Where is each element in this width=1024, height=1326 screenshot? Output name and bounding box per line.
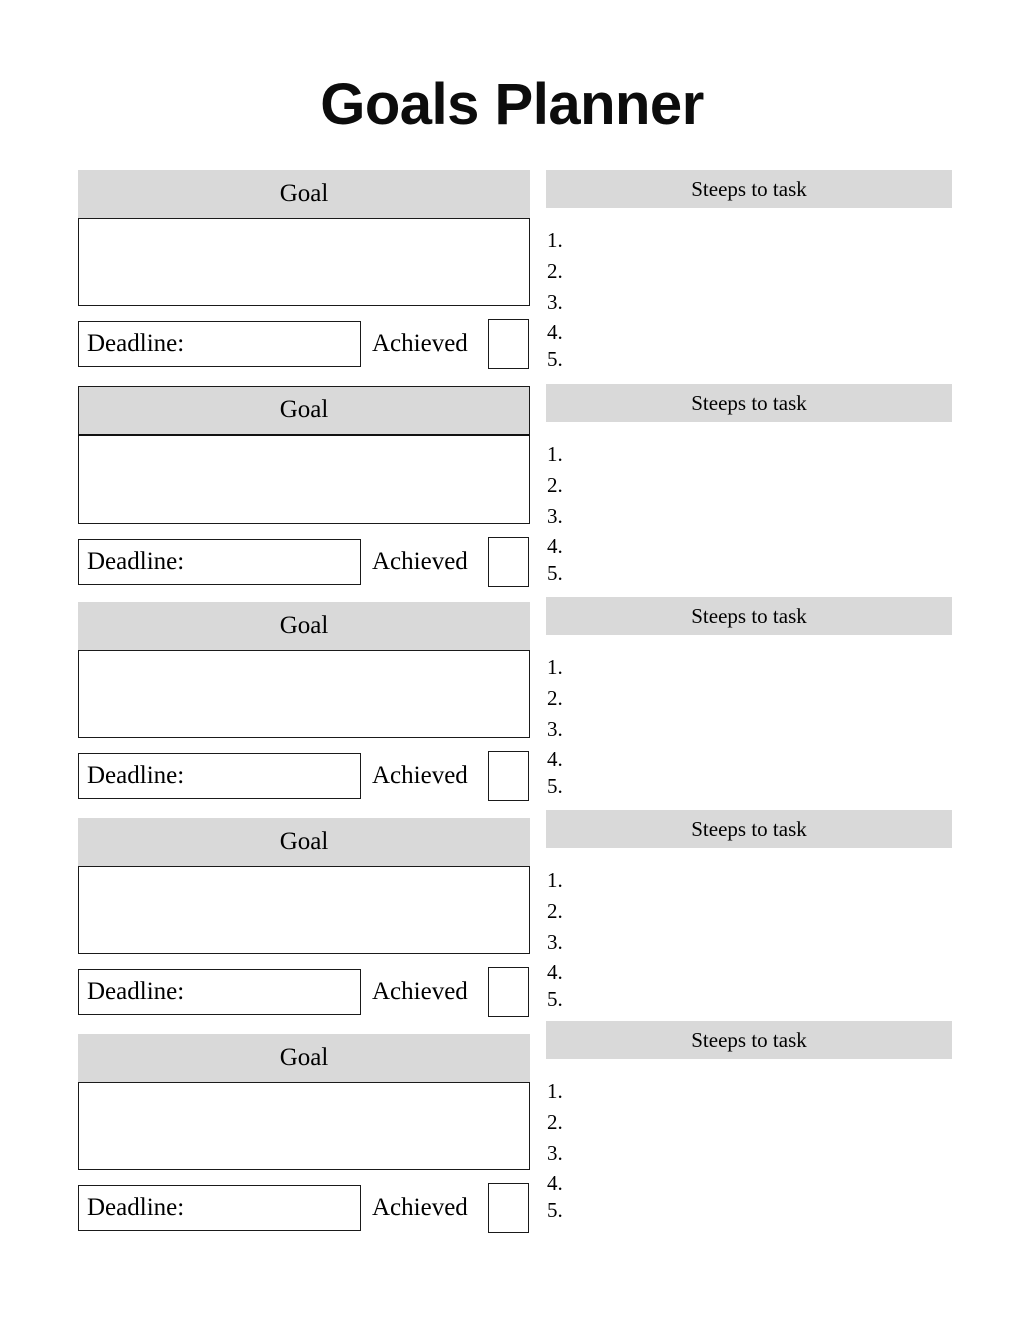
goal-header: Goal bbox=[78, 818, 530, 866]
step-item[interactable]: 4. bbox=[547, 960, 563, 984]
steps-header: Steeps to task bbox=[546, 810, 952, 848]
goal-text-field[interactable] bbox=[78, 650, 530, 738]
goal-block: Goal Deadline: Achieved bbox=[78, 170, 530, 369]
deadline-field[interactable]: Deadline: bbox=[78, 1185, 361, 1231]
step-item[interactable]: 3. bbox=[547, 1141, 563, 1165]
goal-text-field[interactable] bbox=[78, 866, 530, 954]
step-item[interactable]: 4. bbox=[547, 1171, 563, 1195]
achieved-checkbox[interactable] bbox=[488, 319, 529, 369]
goal-header: Goal bbox=[78, 1034, 530, 1082]
step-item[interactable]: 1. bbox=[547, 442, 563, 466]
step-item[interactable]: 2. bbox=[547, 473, 563, 497]
achieved-label: Achieved bbox=[372, 548, 468, 575]
achieved-checkbox[interactable] bbox=[488, 1183, 529, 1233]
step-item[interactable]: 4. bbox=[547, 320, 563, 344]
deadline-field[interactable]: Deadline: bbox=[78, 539, 361, 585]
achieved-label: Achieved bbox=[372, 1194, 468, 1221]
step-item[interactable]: 2. bbox=[547, 259, 563, 283]
goal-header: Goal bbox=[78, 170, 530, 218]
step-item[interactable]: 2. bbox=[547, 899, 563, 923]
achieved-checkbox[interactable] bbox=[488, 751, 529, 801]
steps-block: Steeps to task 1. 2. 3. 4. 5. bbox=[546, 170, 952, 370]
step-item[interactable]: 4. bbox=[547, 534, 563, 558]
steps-header: Steeps to task bbox=[546, 1021, 952, 1059]
goal-footer: Deadline: Achieved bbox=[78, 967, 530, 1017]
goal-header: Goal bbox=[78, 386, 530, 436]
goal-text-field[interactable] bbox=[78, 218, 530, 306]
goal-footer: Deadline: Achieved bbox=[78, 319, 530, 369]
achieved-label: Achieved bbox=[372, 330, 468, 357]
goal-text-field[interactable] bbox=[78, 1082, 530, 1170]
achieved-checkbox[interactable] bbox=[488, 537, 529, 587]
achieved-label: Achieved bbox=[372, 762, 468, 789]
step-item[interactable]: 5. bbox=[547, 987, 563, 1011]
step-item[interactable]: 5. bbox=[547, 561, 563, 585]
goal-block: Goal Deadline: Achieved bbox=[78, 602, 530, 801]
goal-footer: Deadline: Achieved bbox=[78, 1183, 530, 1233]
steps-block: Steeps to task 1. 2. 3. 4. 5. bbox=[546, 384, 952, 584]
steps-block: Steeps to task 1. 2. 3. 4. 5. bbox=[546, 1021, 952, 1221]
step-item[interactable]: 3. bbox=[547, 930, 563, 954]
deadline-field[interactable]: Deadline: bbox=[78, 969, 361, 1015]
step-item[interactable]: 4. bbox=[547, 747, 563, 771]
steps-header: Steeps to task bbox=[546, 170, 952, 208]
goal-footer: Deadline: Achieved bbox=[78, 537, 530, 587]
steps-block: Steeps to task 1. 2. 3. 4. 5. bbox=[546, 597, 952, 797]
step-item[interactable]: 1. bbox=[547, 1079, 563, 1103]
step-item[interactable]: 5. bbox=[547, 1198, 563, 1222]
deadline-field[interactable]: Deadline: bbox=[78, 753, 361, 799]
step-item[interactable]: 3. bbox=[547, 717, 563, 741]
step-item[interactable]: 2. bbox=[547, 686, 563, 710]
step-item[interactable]: 5. bbox=[547, 774, 563, 798]
goal-text-field[interactable] bbox=[78, 436, 530, 524]
deadline-field[interactable]: Deadline: bbox=[78, 321, 361, 367]
steps-header: Steeps to task bbox=[546, 597, 952, 635]
goal-block: Goal Deadline: Achieved bbox=[78, 386, 530, 587]
step-item[interactable]: 3. bbox=[547, 290, 563, 314]
steps-block: Steeps to task 1. 2. 3. 4. 5. bbox=[546, 810, 952, 1010]
step-item[interactable]: 3. bbox=[547, 504, 563, 528]
page-title: Goals Planner bbox=[320, 72, 704, 137]
step-item[interactable]: 2. bbox=[547, 1110, 563, 1134]
goal-footer: Deadline: Achieved bbox=[78, 751, 530, 801]
goal-header: Goal bbox=[78, 602, 530, 650]
achieved-checkbox[interactable] bbox=[488, 967, 529, 1017]
step-item[interactable]: 1. bbox=[547, 655, 563, 679]
step-item[interactable]: 1. bbox=[547, 228, 563, 252]
step-item[interactable]: 5. bbox=[547, 347, 563, 371]
goal-block: Goal Deadline: Achieved bbox=[78, 1034, 530, 1233]
steps-header: Steeps to task bbox=[546, 384, 952, 422]
achieved-label: Achieved bbox=[372, 978, 468, 1005]
goal-block: Goal Deadline: Achieved bbox=[78, 818, 530, 1017]
step-item[interactable]: 1. bbox=[547, 868, 563, 892]
